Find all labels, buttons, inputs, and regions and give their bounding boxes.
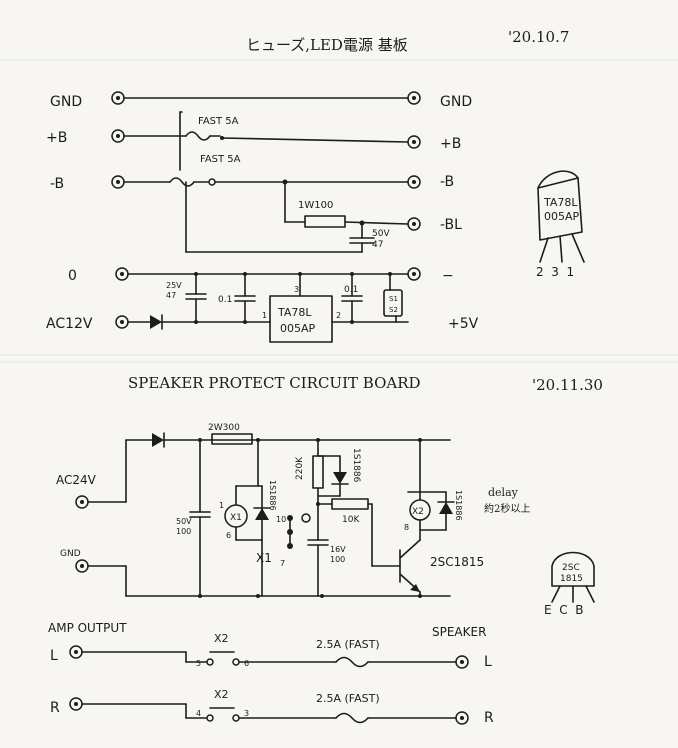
delay-label: delay — [488, 486, 519, 499]
pkg-top-label: 2SC — [562, 563, 580, 573]
bl-branch — [185, 181, 409, 253]
c2a-label: 16V — [330, 545, 346, 554]
r-label: R — [50, 700, 60, 716]
l-label: L — [50, 648, 58, 664]
zero-line — [127, 272, 409, 276]
reg2-label: 005AP — [280, 322, 316, 335]
n6-label: 6 — [226, 531, 231, 540]
gnd2-label: GND — [60, 549, 81, 559]
n1-label: 1 — [219, 501, 224, 510]
r2-label: 220K — [295, 456, 305, 480]
ac12-line — [127, 273, 409, 343]
l-out-label: L — [484, 654, 492, 670]
mb-line — [123, 177, 409, 187]
board2-date: '20.11.30 — [532, 376, 603, 394]
cap2a-label: 25V — [166, 281, 182, 290]
input-gnd-label: GND — [50, 94, 82, 110]
protect-circuit-wiring — [87, 432, 455, 598]
output-5v-label: +5V — [448, 316, 479, 332]
x2-l-label: X2 — [214, 632, 229, 645]
pkg-bot-label: 1815 — [560, 574, 583, 584]
led2-label: S2 — [389, 306, 398, 314]
x1b-label: X1 — [256, 551, 272, 565]
input-mb-label: -B — [50, 176, 64, 192]
pkg1-label: TA78L — [543, 196, 578, 209]
pkg-pins: 2 3 1 — [536, 265, 574, 279]
c1a-label: 50V — [176, 517, 192, 526]
pkg-pins-label: E C B — [544, 603, 583, 617]
fuse1-label: FAST 5A — [198, 116, 239, 127]
pin4-label: 4 — [196, 709, 201, 718]
board1-date: '20.10.7 — [508, 28, 569, 46]
delay-time-label: 約2秒以上 — [484, 502, 530, 515]
cap2b-label: 47 — [166, 291, 176, 300]
ac24-label: AC24V — [56, 473, 97, 487]
output-mb-label: -B — [440, 174, 454, 190]
tr-label: 2SC1815 — [430, 555, 484, 569]
n7-label: 7 — [280, 559, 285, 568]
d3-label: 1S1886 — [454, 490, 463, 521]
cap1-label: 50V — [372, 229, 390, 239]
transistor-package — [551, 551, 595, 603]
d1-label: 1S1886 — [268, 480, 277, 511]
fuse2-label: FAST 5A — [200, 154, 241, 165]
speaker-wiring — [69, 645, 469, 725]
input-ac-label: AC12V — [46, 316, 93, 332]
cap1b-label: 47 — [372, 240, 383, 250]
led1-label: S1 — [389, 295, 398, 303]
pin3-label: 3 — [244, 709, 249, 718]
regulator-box — [269, 295, 333, 343]
speaker-label: SPEAKER — [432, 625, 486, 639]
reg1-label: TA78L — [277, 306, 312, 319]
reg-pin2: 2 — [336, 311, 341, 320]
r-out-label: R — [484, 710, 494, 726]
c01b-label: 0.1 — [344, 285, 358, 295]
amp-output-label: AMP OUTPUT — [48, 621, 127, 635]
output-gnd-label: GND — [440, 94, 472, 110]
reg-pin3: 3 — [294, 285, 299, 294]
n10-label: 10 — [276, 515, 286, 524]
pkg2-label: 005AP — [544, 210, 580, 223]
input-b-label: +B — [46, 130, 67, 146]
c1b-label: 100 — [176, 527, 191, 536]
c2b-label: 100 — [330, 555, 345, 564]
output-minus-label: − — [442, 268, 454, 284]
input-zero-label: 0 — [68, 268, 77, 284]
pin5-label: 5 — [196, 659, 201, 668]
board1-left-terminals — [111, 91, 129, 329]
res-label: 1W100 — [298, 200, 333, 211]
notebook-lines — [0, 59, 678, 363]
x1-label: X1 — [230, 513, 242, 523]
c01a-label: 0.1 — [218, 295, 232, 305]
reg-pin1: 1 — [262, 311, 267, 320]
board1-right-terminals — [407, 91, 421, 281]
output-mbl-label: -BL — [440, 217, 462, 233]
board2-title: SPEAKER PROTECT CIRCUIT BOARD — [128, 374, 421, 392]
r1-label: 2W300 — [208, 423, 240, 433]
board1-caps — [185, 273, 403, 323]
n8-label: 8 — [404, 523, 409, 532]
board1-title: ヒューズ,LED電源 基板 — [246, 36, 408, 54]
x2-r-label: X2 — [214, 688, 229, 701]
r3-label: 10K — [342, 515, 360, 525]
fuse-r-label: 2.5A (FAST) — [316, 692, 380, 705]
b-line — [123, 111, 409, 171]
x2-label: X2 — [412, 507, 424, 517]
output-b-label: +B — [440, 136, 461, 152]
d2-label: 1S1886 — [351, 448, 361, 483]
fuse-l-label: 2.5A (FAST) — [316, 638, 380, 651]
ta78l-package — [537, 170, 585, 263]
pin6-label: 6 — [244, 659, 249, 668]
